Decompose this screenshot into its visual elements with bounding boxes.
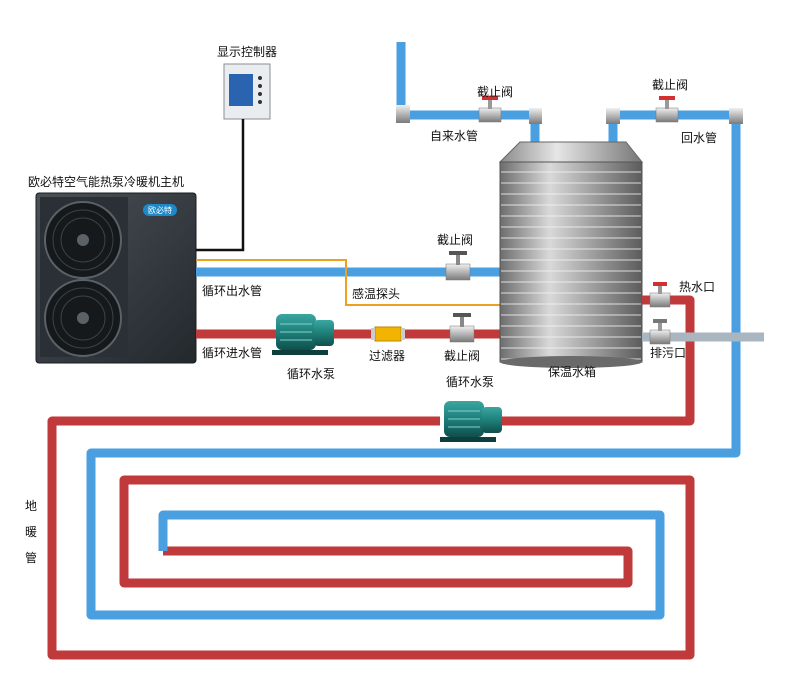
stop-valve-outlet xyxy=(445,251,471,281)
return-pipe-group xyxy=(606,108,743,142)
pipe-elbow xyxy=(729,108,743,124)
hot-water-valve xyxy=(649,282,671,308)
label-circ-in-pipe: 循环进水管 xyxy=(202,345,262,360)
label-valve-tap: 截止阀 xyxy=(477,85,513,99)
temperature-sensor-wire xyxy=(196,259,508,306)
floor-heating-cold-pipe xyxy=(86,115,741,620)
label-circ-out-pipe: 循环出水管 xyxy=(202,283,262,298)
control-wire xyxy=(196,119,245,252)
label-tap-water-pipe: 自来水管 xyxy=(430,128,478,143)
label-valve-outlet: 截止阀 xyxy=(437,233,473,247)
heat-pump-unit: 欧必特 xyxy=(35,192,197,364)
filter xyxy=(371,326,405,342)
storage-tank xyxy=(498,141,644,368)
label-circ-pump-1: 循环水泵 xyxy=(287,367,335,381)
label-valve-return: 截止阀 xyxy=(652,78,688,92)
brand-logo xyxy=(143,204,177,216)
label-filter: 过滤器 xyxy=(369,349,405,363)
label-return-pipe: 回水管 xyxy=(681,130,717,145)
brand-logo-text: 欧必特 xyxy=(148,205,172,215)
stop-valve-tap xyxy=(478,96,502,123)
label-floor-heating-3: 管 xyxy=(25,550,37,565)
drain-valve xyxy=(649,319,671,345)
pipe-elbow xyxy=(396,105,410,123)
tank-bands xyxy=(501,171,641,360)
label-floor-heating-2: 暖 xyxy=(25,525,37,539)
label-circ-pump-2: 循环水泵 xyxy=(446,375,494,389)
label-controller: 显示控制器 xyxy=(217,45,277,59)
stop-valve-inlet xyxy=(449,313,475,343)
circulation-pump-2 xyxy=(440,401,502,442)
circulation-pump-1 xyxy=(272,314,334,355)
label-heat-pump-unit: 欧必特空气能热泵冷暖机主机 xyxy=(28,174,184,189)
tap-water-pipe xyxy=(396,42,540,142)
label-drain: 排污口 xyxy=(650,346,686,360)
fan-lower xyxy=(44,279,122,357)
tap-water-pipe-group xyxy=(396,42,542,142)
fan-upper xyxy=(44,201,122,279)
label-hot-water-outlet: 热水口 xyxy=(679,280,715,294)
label-tank: 保温水箱 xyxy=(548,364,596,379)
display-controller xyxy=(223,63,271,120)
stop-valve-return xyxy=(655,96,679,123)
label-temp-sensor: 感温探头 xyxy=(352,286,400,301)
label-valve-inlet: 截止阀 xyxy=(444,349,480,363)
label-floor-heating-1: 地 xyxy=(25,499,37,513)
pipe-elbow xyxy=(606,108,620,124)
controller-screen xyxy=(229,74,253,106)
floor-heating-hot-pipe-serpentine xyxy=(47,416,695,660)
pipe-elbow xyxy=(529,108,542,124)
